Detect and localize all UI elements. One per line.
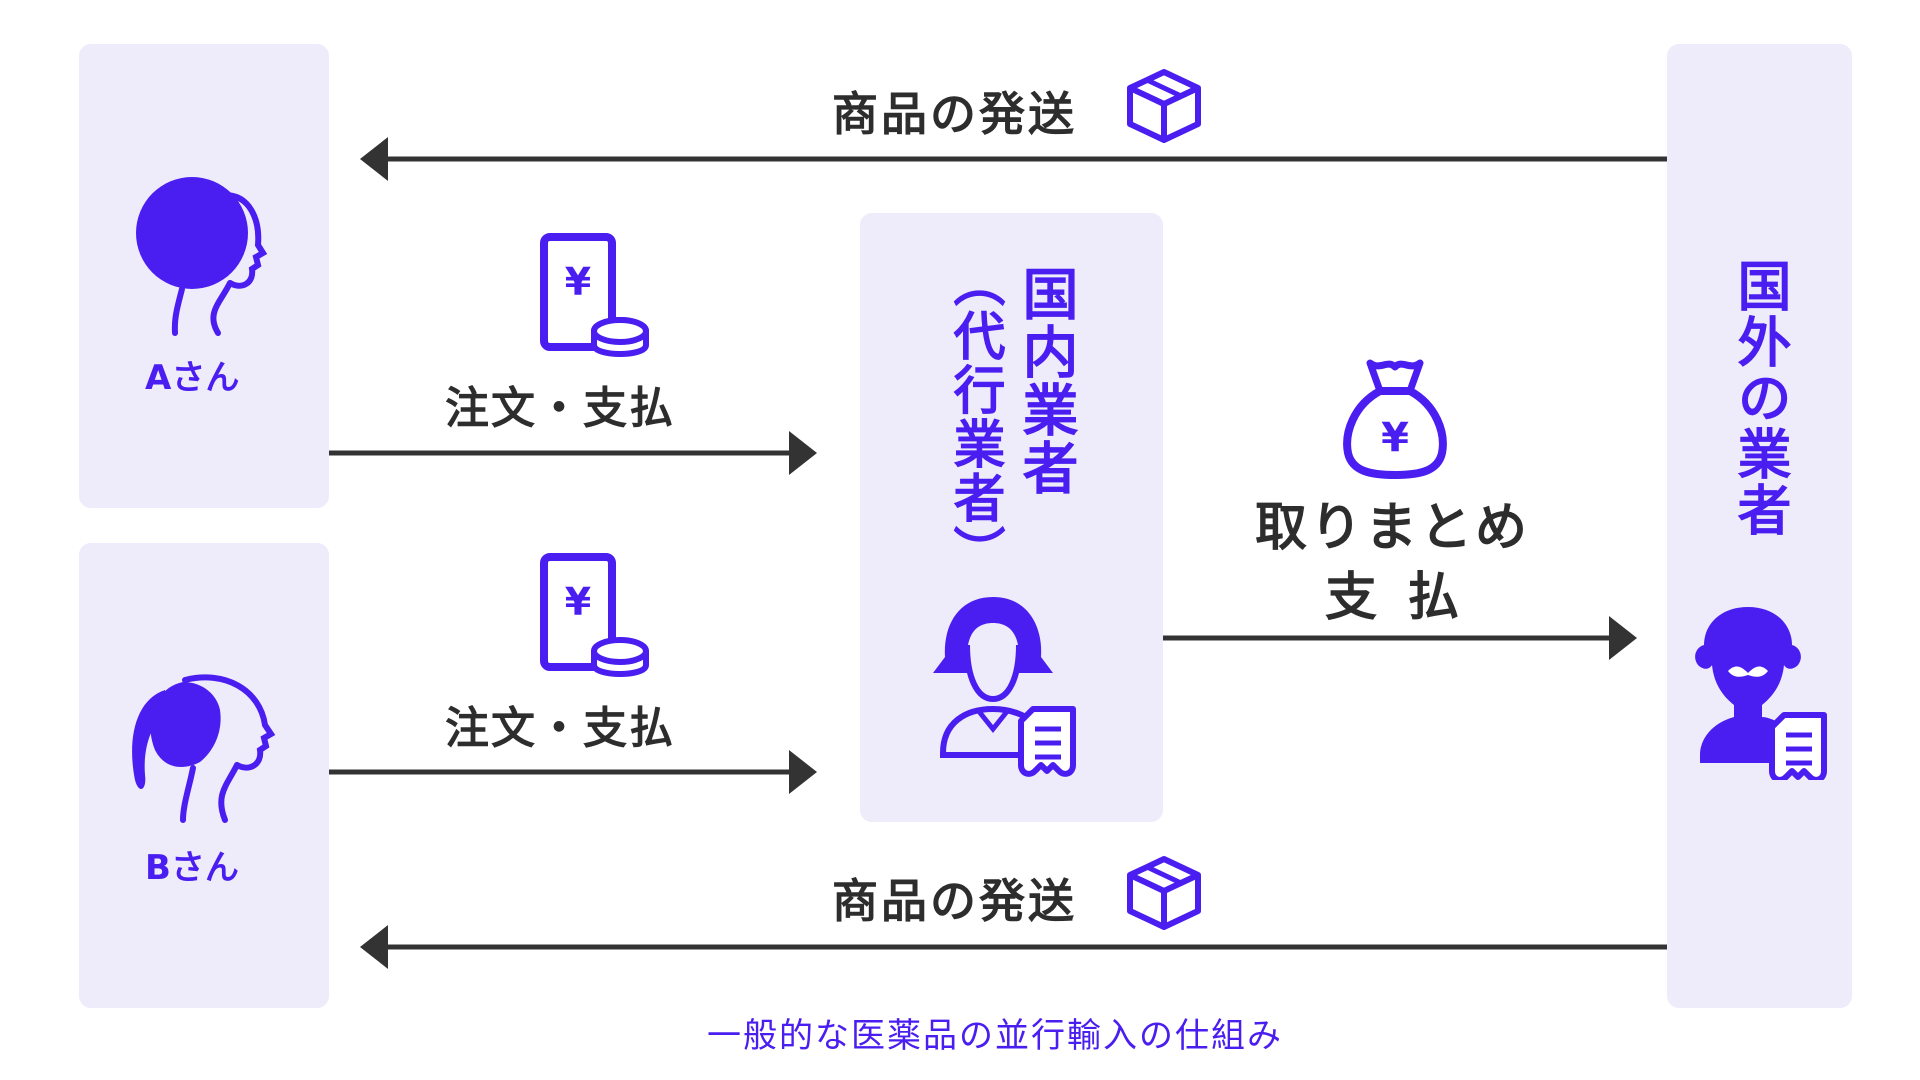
domestic-agent-box <box>860 213 1163 822</box>
order-arrow-b <box>329 750 817 794</box>
shipping-label-top: 商品の発送 <box>832 87 1077 141</box>
shipping-label-bottom: 商品の発送 <box>832 874 1077 928</box>
smartphone-yen-coins-icon: ¥ <box>540 233 649 357</box>
order-payment-label-b: 注文・支払 <box>445 703 675 754</box>
domestic-subtitle: （代行業者） <box>944 255 1004 579</box>
shipping-arrow-bottom <box>360 925 1667 969</box>
bearded-man-receipt-icon <box>1695 607 1827 780</box>
package-box-icon <box>1127 856 1201 930</box>
overseas-vendor-box <box>1667 44 1852 1008</box>
person-b-label: Bさん <box>145 848 239 888</box>
bulk-payment-arrow <box>1163 616 1637 660</box>
order-payment-label-a: 注文・支払 <box>445 383 675 434</box>
diagram-caption: 一般的な医薬品の並行輸入の仕組み <box>707 1016 1283 1056</box>
order-arrow-a <box>329 431 817 475</box>
overseas-title: 国外の業者 <box>1728 258 1791 538</box>
bulk-payment-label-line2: 支 払 <box>1325 568 1466 628</box>
woman-short-hair-icon <box>136 177 268 336</box>
package-box-icon <box>1127 69 1201 143</box>
domestic-title: 国内業者 <box>1013 265 1078 497</box>
woman-ponytail-icon <box>132 674 276 823</box>
shipping-arrow-top <box>360 137 1667 181</box>
person-b-box <box>79 543 329 1008</box>
woman-agent-receipt-icon <box>933 597 1076 777</box>
bulk-payment-label-line1: 取りまとめ <box>1255 498 1531 558</box>
svg-text:¥: ¥ <box>1381 415 1409 461</box>
svg-text:¥: ¥ <box>565 260 591 304</box>
svg-text:¥: ¥ <box>565 580 591 624</box>
person-a-label: Aさん <box>145 358 240 398</box>
smartphone-yen-coins-icon: ¥ <box>540 553 649 677</box>
money-bag-yen-icon: ¥ <box>1343 359 1447 479</box>
